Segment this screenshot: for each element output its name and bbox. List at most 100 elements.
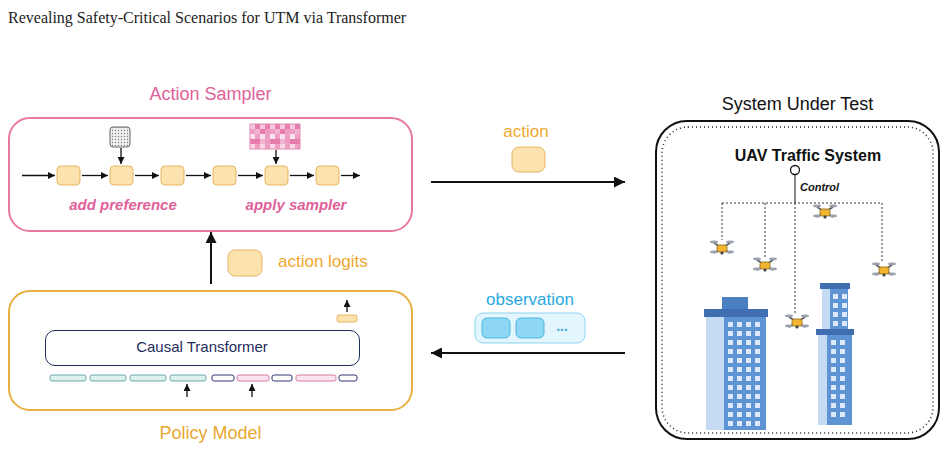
grid-cell (285, 134, 290, 139)
grid-cell (265, 139, 270, 144)
building-window (840, 376, 845, 381)
input-arrow (186, 384, 187, 397)
building-window (831, 358, 836, 363)
drone-rotor (888, 263, 896, 266)
ellipsis-label: ... (556, 318, 568, 334)
module-label: Causal Transformer (46, 338, 358, 355)
building-window (737, 367, 742, 372)
building-window (728, 340, 733, 345)
input-token (170, 375, 206, 381)
grid-cell (265, 144, 270, 149)
grid-cell (265, 124, 270, 129)
chain-arrow (341, 175, 360, 176)
building-window (831, 376, 836, 381)
grid-cell (250, 134, 255, 139)
action-token (316, 166, 339, 185)
building-window (737, 358, 742, 363)
token-chain (22, 166, 360, 185)
building-window (842, 321, 847, 326)
building-face (830, 289, 848, 331)
control-tree (722, 203, 882, 313)
building-window (840, 403, 845, 408)
drone-body (879, 267, 889, 274)
action-token (512, 147, 545, 172)
drone-body (760, 262, 770, 269)
building-window (728, 385, 733, 390)
building-window (831, 403, 836, 408)
grid-cell (295, 129, 300, 134)
building-window (746, 331, 751, 336)
chain-arrow (290, 175, 314, 176)
building-window (755, 322, 760, 327)
drone-icon (872, 263, 896, 277)
building-window (831, 394, 836, 399)
module-group: Causal TransformerPolicy Model (8, 290, 413, 411)
chain-arrow (135, 175, 159, 176)
output-arrow (346, 300, 347, 312)
control-branch (722, 203, 882, 204)
preference-arrow (120, 148, 121, 164)
building-window (746, 376, 751, 381)
chain-arrow (82, 175, 108, 176)
building-window (746, 358, 751, 363)
grid-cell (295, 144, 300, 149)
building-window (755, 331, 760, 336)
building-face (724, 317, 766, 430)
building-window (737, 412, 742, 417)
grid-cell (285, 129, 290, 134)
grid-frame (250, 124, 300, 149)
grid-cell (270, 124, 275, 129)
grid-cell (265, 129, 270, 134)
drone-icon (753, 258, 777, 272)
input-token (272, 375, 292, 381)
grid-cell (285, 124, 290, 129)
controller-dot (791, 166, 800, 175)
buildings (704, 283, 854, 430)
process-box: Causal Transformer (45, 330, 360, 366)
input-token (130, 375, 166, 381)
grid-cell (260, 134, 265, 139)
grid-cell (290, 144, 295, 149)
system-label: UAV Traffic System (708, 147, 908, 165)
drone-camera (720, 251, 723, 254)
grid-cell (250, 129, 255, 134)
building-window (728, 358, 733, 363)
building-window (755, 403, 760, 408)
grid-cell (270, 144, 275, 149)
drone-icon (813, 205, 837, 219)
drone-camera (823, 215, 826, 218)
building-cap (820, 283, 850, 289)
grid-cell (250, 139, 255, 144)
input-token (90, 375, 126, 381)
drone-rotor (829, 205, 837, 208)
building-window (831, 385, 836, 390)
step-label: add preference (53, 196, 193, 213)
action-token (110, 166, 133, 185)
grid-cell (285, 144, 290, 149)
chain-arrow (186, 175, 211, 176)
sampler-arrow (275, 150, 276, 164)
input-token (237, 375, 269, 381)
inner-dotted-frame (662, 127, 933, 433)
building-window (737, 403, 742, 408)
building-window (746, 403, 751, 408)
building-window (842, 312, 847, 317)
building-window (728, 349, 733, 354)
grid-cell (290, 124, 295, 129)
building-window (746, 349, 751, 354)
drone-rotor (872, 263, 880, 266)
grid-cell (270, 139, 275, 144)
group-heading: Policy Model (10, 423, 411, 444)
drone-rotor (753, 258, 761, 261)
building-window (755, 358, 760, 363)
grid-cell (250, 144, 255, 149)
drone-camera (763, 268, 766, 271)
logits-token (228, 250, 262, 276)
building-window (728, 367, 733, 372)
building-window (728, 403, 733, 408)
grid-cell (290, 129, 295, 134)
building-window (728, 322, 733, 327)
action-token (57, 166, 80, 185)
